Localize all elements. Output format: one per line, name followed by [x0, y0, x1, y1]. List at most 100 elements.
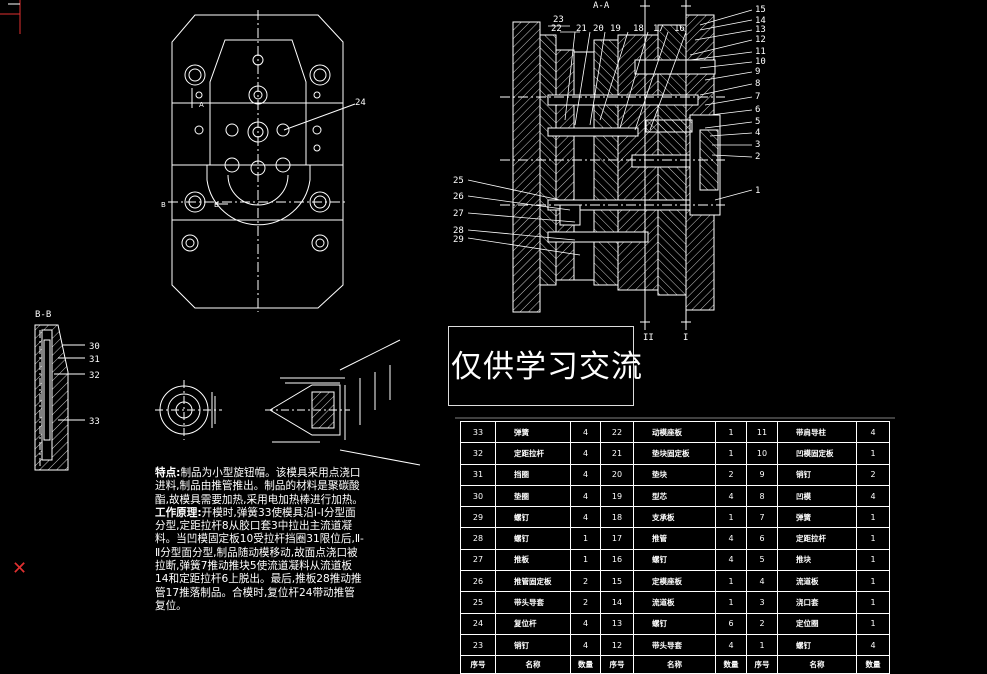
bom-cell: 29	[460, 506, 496, 529]
bom-cell: 10	[746, 442, 778, 465]
bom-cell: 30	[460, 484, 496, 508]
bom-cell: 1	[715, 420, 747, 444]
bom-header-cell: 数量	[856, 655, 890, 674]
callout-33: 33	[89, 417, 100, 427]
section-title-bb: B-B	[35, 310, 51, 320]
bom-cell: 11	[746, 420, 778, 444]
leaders-left	[467, 179, 581, 256]
callout-13: 13	[755, 25, 766, 35]
bom-cell: 1	[715, 442, 747, 465]
bom-header-cell: 名称	[495, 655, 571, 674]
bom-cell: 1	[856, 506, 890, 529]
bom-cell: 2	[715, 463, 747, 486]
bom-part-name: 浇口套	[777, 591, 857, 614]
callout-10: 10	[755, 57, 766, 67]
bom-cell: 6	[715, 612, 747, 635]
section-bb-view	[34, 324, 85, 471]
bom-cell: 12	[600, 633, 634, 657]
bom-part-name: 螺钉	[495, 527, 571, 550]
cursor-x-icon: ✕	[12, 558, 28, 579]
bom-part-name: 带头导套	[633, 633, 716, 657]
bom-part-name: 定距拉杆	[777, 527, 857, 550]
watermark-text: 仅供学习交流	[451, 349, 643, 385]
callout-24: 24	[355, 98, 366, 108]
section-aa-centerlines	[500, 0, 725, 330]
callout-11: 11	[755, 47, 766, 57]
bom-part-name: 动模座板	[633, 420, 716, 444]
bom-cell: 4	[570, 442, 601, 465]
ucs-corner-icon	[0, 0, 21, 34]
bom-cell: 31	[460, 463, 496, 486]
leaders-top	[548, 25, 687, 131]
bom-cell: 1	[715, 506, 747, 529]
bom-part-name: 推板	[495, 548, 571, 572]
callout-9: 9	[755, 67, 760, 77]
bom-cell: 17	[600, 527, 634, 550]
bom-part-name: 带肩导柱	[777, 420, 857, 444]
callout-7: 7	[755, 92, 760, 102]
bom-cell: 33	[460, 420, 496, 444]
bom-cell: 32	[460, 442, 496, 465]
section-mark-b-right: B	[214, 201, 219, 209]
section-mark-i: I	[683, 333, 688, 343]
bom-cell: 1	[856, 612, 890, 635]
callout-31: 31	[89, 355, 100, 365]
bom-cell: 26	[460, 570, 496, 593]
bom-cell: 4	[715, 484, 747, 508]
callout-3: 3	[755, 140, 760, 150]
bom-cell: 4	[570, 463, 601, 486]
bom-cell: 7	[746, 506, 778, 529]
bom-part-name: 垫块固定板	[633, 442, 716, 465]
bom-part-name: 凹模固定板	[777, 442, 857, 465]
features-text: 制品为小型旋钮帽。该模具采用点浇口进料,制品由推管推出。制品的材料是聚碳酸酯,故…	[155, 467, 364, 506]
callout-16: 16	[674, 24, 685, 34]
bom-cell: 23	[460, 633, 496, 657]
bom-part-name: 垫块	[633, 463, 716, 486]
bom-cell: 1	[856, 442, 890, 465]
bom-part-name: 带头导套	[495, 591, 571, 614]
bom-cell: 2	[856, 463, 890, 486]
callout-12: 12	[755, 35, 766, 45]
callout-18: 18	[633, 24, 644, 34]
callout-23: 23	[553, 15, 564, 25]
callout-27: 27	[453, 209, 464, 219]
callouts-right-group: 15 14 13 12 11 10 9 8 7 6 5 4 3 2 1	[755, 5, 766, 196]
bom-header-cell: 数量	[570, 655, 601, 674]
bom-cell: 9	[746, 463, 778, 486]
bom-header-cell: 数量	[715, 655, 747, 674]
bom-cell: 4	[570, 633, 601, 657]
bom-part-name: 推管固定板	[495, 570, 571, 593]
callouts-top-group: 23 22 21 20 19 18 17 16	[551, 15, 685, 34]
part-top-view	[155, 380, 222, 440]
bom-cell: 4	[570, 506, 601, 529]
callout-17: 17	[653, 24, 664, 34]
features-paragraph: 特点:制品为小型旋钮帽。该模具采用点浇口进料,制品由推管推出。制品的材料是聚碳酸…	[155, 467, 365, 507]
bom-cell: 1	[715, 591, 747, 614]
bom-part-name: 销钉	[495, 633, 571, 657]
bom-cell: 1	[746, 633, 778, 657]
bom-cell: 2	[570, 591, 601, 614]
bom-part-name: 螺钉	[495, 506, 571, 529]
bom-cell: 21	[600, 442, 634, 465]
bom-part-name: 推管	[633, 527, 716, 550]
bom-part-name: 凹模	[777, 484, 857, 508]
bom-cell: 4	[570, 484, 601, 508]
principle-text: 开模时,弹簧33使模具沿Ⅰ-Ⅰ分型面分型,定距拉杆8从胶口套3中拉出主流道凝料。…	[155, 506, 364, 612]
callout-32: 32	[89, 371, 100, 381]
bom-cell: 4	[715, 548, 747, 572]
bom-header-cell: 序号	[600, 655, 634, 674]
bom-cell: 28	[460, 527, 496, 550]
bom-cell: 8	[746, 484, 778, 508]
bom-cell: 25	[460, 591, 496, 614]
bom-cell: 19	[600, 484, 634, 508]
section-mark-ii: II	[643, 333, 654, 343]
callout-8: 8	[755, 79, 760, 89]
bom-cell: 1	[715, 570, 747, 593]
